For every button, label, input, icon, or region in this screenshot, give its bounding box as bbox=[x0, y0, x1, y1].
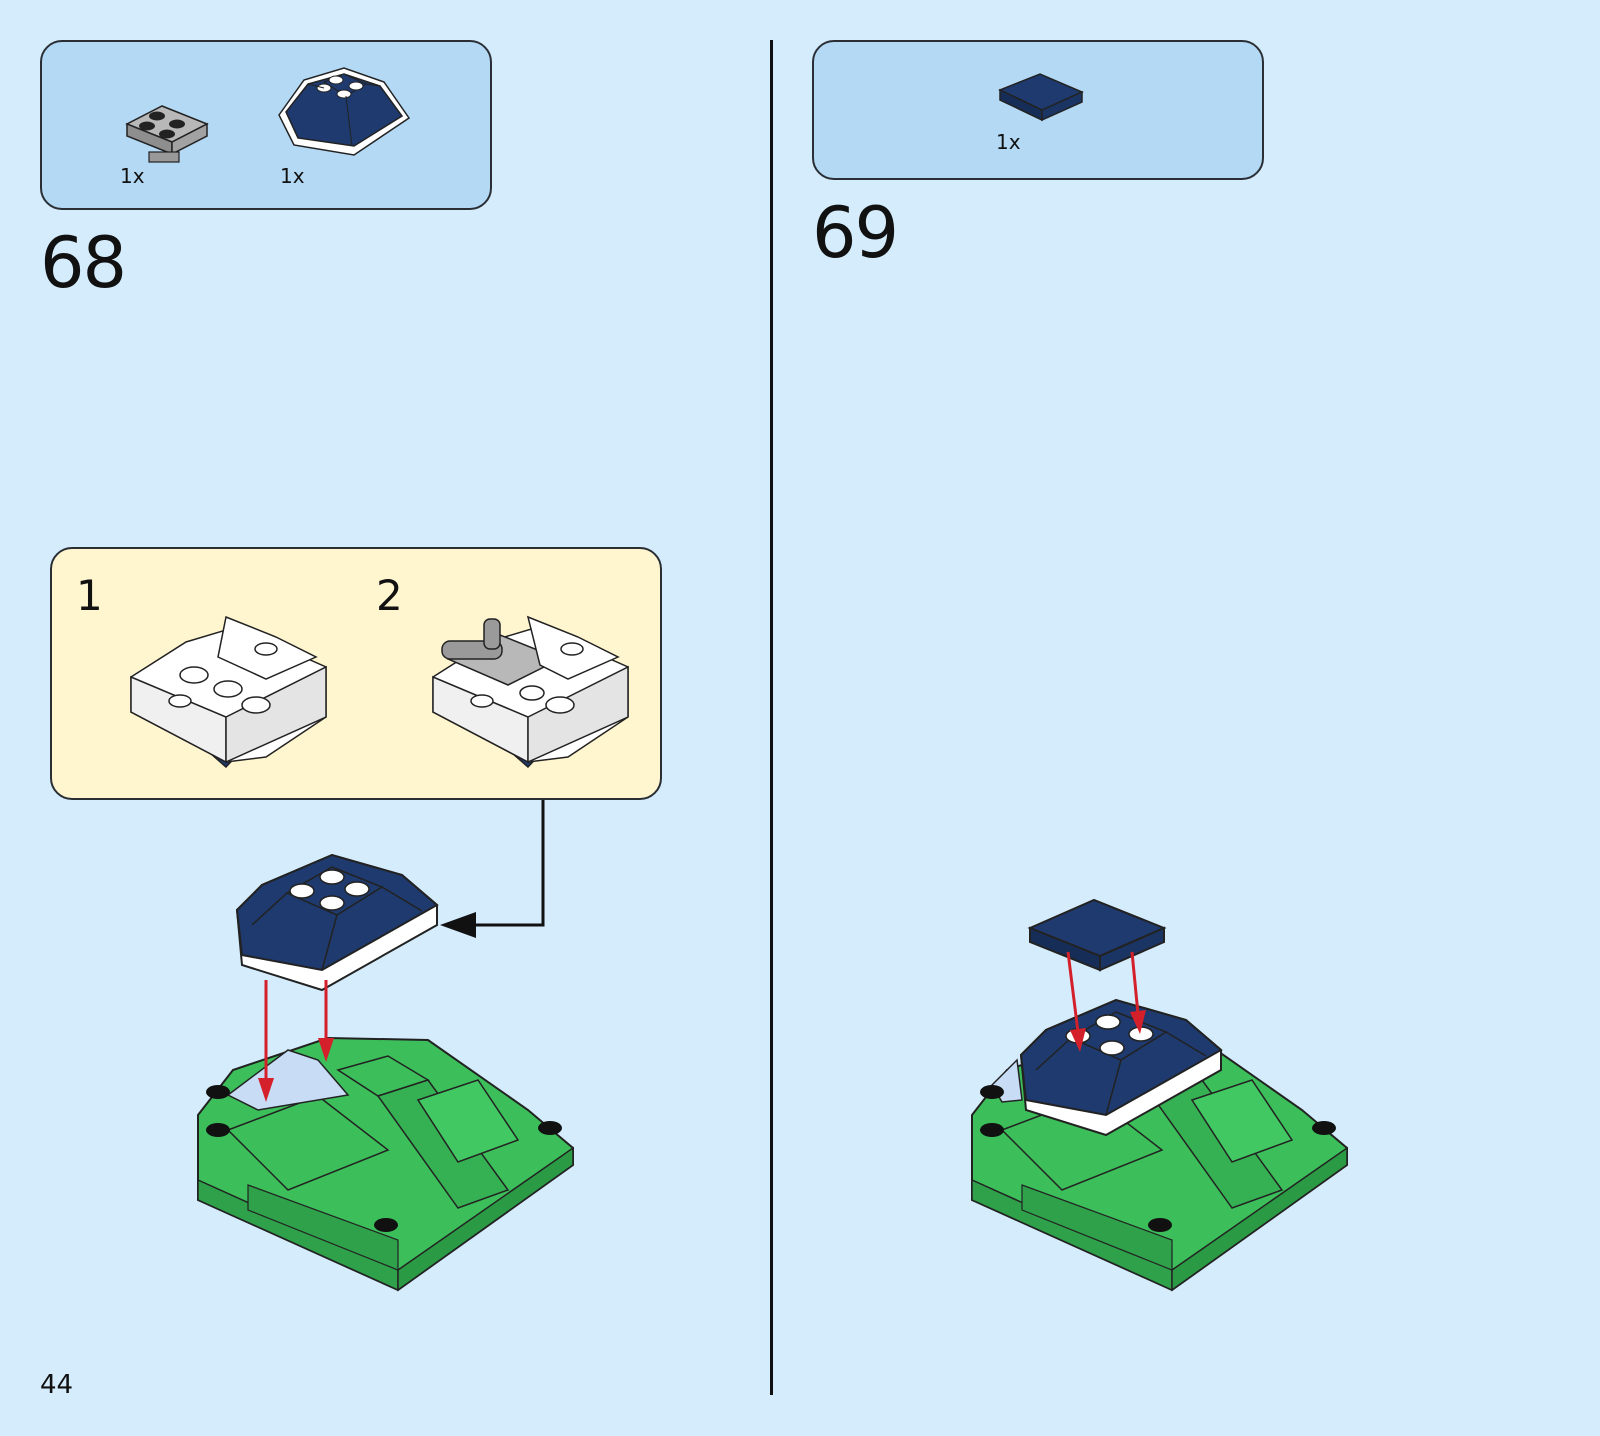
substep-number: 1 bbox=[76, 571, 103, 620]
white-slope-assembly-icon bbox=[126, 617, 336, 777]
dark-blue-tile-2x2-icon bbox=[996, 68, 1086, 128]
step-number: 69 bbox=[812, 192, 897, 274]
parts-list-step-68: 1x 1x bbox=[40, 40, 492, 210]
page-number: 44 bbox=[40, 1370, 73, 1400]
part-quantity: 1x bbox=[120, 164, 145, 188]
placement-arrows bbox=[1058, 952, 1158, 1062]
placement-arrows bbox=[250, 980, 350, 1110]
dark-blue-slope-assembly-icon bbox=[274, 60, 414, 160]
parts-list-step-69: 1x bbox=[812, 40, 1264, 180]
substep-number: 2 bbox=[376, 571, 403, 620]
callout-connector-arrow bbox=[430, 800, 570, 950]
part-quantity: 1x bbox=[996, 130, 1021, 154]
substep-callout: 1 2 bbox=[50, 547, 662, 800]
page-divider bbox=[770, 40, 773, 1395]
gray-plate-2x2-with-clips-icon bbox=[117, 94, 217, 174]
green-base-model-step-68 bbox=[188, 1000, 588, 1300]
part-quantity: 1x bbox=[280, 164, 305, 188]
step-number: 68 bbox=[40, 222, 125, 304]
white-slope-assembly-with-gray-clip-icon bbox=[428, 617, 638, 777]
